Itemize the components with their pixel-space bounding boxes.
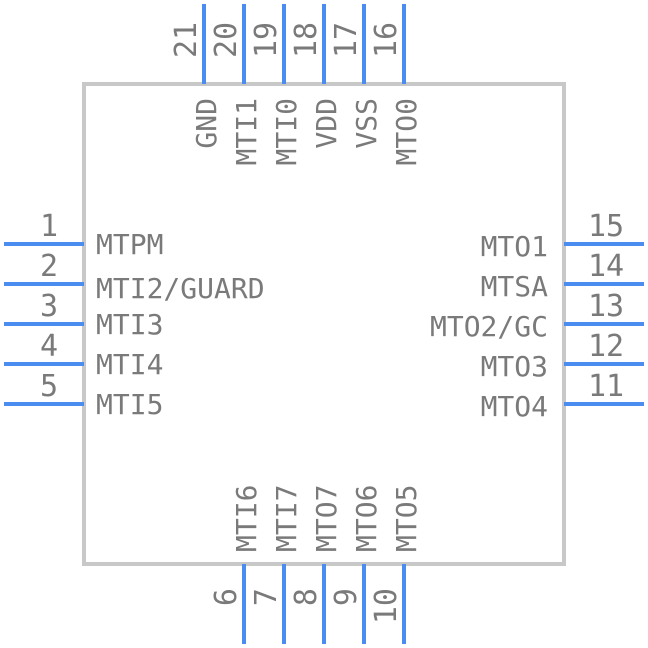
right-pins: 15 14 13 12 11 MTO1 MTSA MTO2/GC MTO3 MT…	[430, 209, 644, 423]
pin-16-number: 16	[369, 22, 404, 58]
bottom-pins: 6 7 8 9 10 MTI6 MTI7 MTO7 MTO6 MTO5	[209, 485, 423, 644]
pin-17-number: 17	[329, 22, 364, 58]
pin-3-number: 3	[40, 289, 58, 324]
pin-8-number: 8	[289, 588, 324, 606]
pin-6-name: MTI6	[230, 485, 263, 552]
pin-6-number: 6	[209, 588, 244, 606]
pin-15-number: 15	[588, 209, 624, 244]
pin-18-number: 18	[289, 22, 324, 58]
pin-5-number: 5	[40, 369, 58, 404]
pin-13-number: 13	[588, 289, 624, 324]
pin-14-name: MTSA	[481, 270, 549, 303]
pin-9-number: 9	[329, 588, 364, 606]
pin-18-name: MTI0	[270, 98, 303, 165]
pin-14-number: 14	[588, 249, 624, 284]
pin-1-name: MTPM	[96, 228, 163, 261]
pin-16-name: VSS	[350, 98, 383, 149]
pin-11-number: 11	[588, 369, 624, 404]
pin-10-name: MTO5	[390, 485, 423, 552]
pin-4-number: 4	[40, 329, 58, 364]
pin-19-name: MTI1	[230, 98, 263, 165]
pin-10-number: 10	[369, 588, 404, 624]
pin-20-name: GND	[190, 98, 223, 149]
pin-12-number: 12	[588, 329, 624, 364]
pin-15-name: MTO1	[481, 230, 548, 263]
pin-21-number: 21	[169, 22, 204, 58]
pin-7-name: MTI7	[270, 485, 303, 552]
pin-7-number: 7	[249, 588, 284, 606]
pin-5-name: MTI5	[96, 388, 163, 421]
pin-2-number: 2	[40, 249, 58, 284]
pin-19-number: 19	[249, 22, 284, 58]
pin-12-name: MTO3	[481, 350, 548, 383]
ic-body	[82, 82, 566, 566]
pin-mto0-name: MTO0	[390, 98, 423, 165]
top-pins: 21 20 19 18 17 16 GND MTI1 MTI0 VDD VSS …	[169, 4, 423, 165]
pin-13-name: MTO2/GC	[430, 310, 548, 343]
pin-9-name: MTO6	[350, 485, 383, 552]
left-pins: 1 2 3 4 5 MTPM MTI2/GUARD MTI3 MTI4 MTI5	[4, 209, 265, 421]
pin-11-name: MTO4	[481, 390, 548, 423]
pin-3-name: MTI3	[96, 308, 163, 341]
pin-20-number: 20	[209, 22, 244, 58]
pin-1-number: 1	[40, 209, 58, 244]
pin-2-name: MTI2/GUARD	[96, 272, 265, 305]
pin-8-name: MTO7	[310, 485, 343, 552]
pin-4-name: MTI4	[96, 348, 163, 381]
pin-17-name: VDD	[310, 98, 343, 149]
